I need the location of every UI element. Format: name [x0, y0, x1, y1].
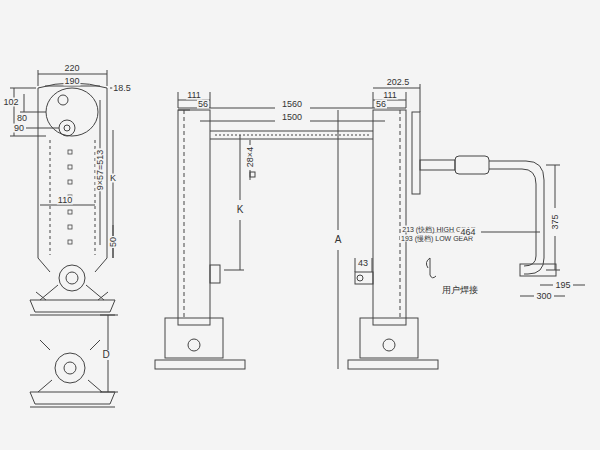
dimension-label: 56 [197, 100, 209, 109]
dimension-label: 1560 [281, 100, 303, 109]
dimension-label: A [334, 235, 343, 245]
dimension-label: 9×57=513 [96, 149, 105, 192]
dimension-label: 50 [109, 236, 118, 248]
dimension-label: 110 [57, 196, 73, 205]
dimension-label: 195 [554, 281, 571, 290]
dimension-label: K [236, 205, 245, 215]
side-view [10, 70, 118, 407]
dimension-label: 202.5 [386, 78, 411, 87]
dimension-label: 220 [63, 64, 80, 73]
dimension-label: 1500 [281, 113, 303, 122]
dimension-label: 28×4 [246, 146, 255, 168]
dimension-label: 111 [186, 91, 202, 100]
dimension-label: K [109, 174, 117, 183]
dimension-label: 18.5 [112, 84, 132, 93]
dimension-label: D [101, 350, 110, 360]
dimension-label: 111 [382, 91, 398, 100]
dimension-label: 用户焊接 [441, 286, 479, 295]
dimension-label: 80 [16, 114, 28, 123]
dimension-label: 56 [375, 100, 387, 109]
dimension-label: 375 [551, 213, 560, 230]
dimension-label: 90 [13, 124, 25, 133]
dimension-label: 464 [459, 228, 476, 237]
dimension-label: 43 [357, 259, 369, 268]
dimension-label: 300 [535, 292, 552, 301]
front-view [155, 84, 585, 369]
dimension-label: 190 [63, 77, 80, 86]
dimension-label: 102 [2, 98, 19, 107]
